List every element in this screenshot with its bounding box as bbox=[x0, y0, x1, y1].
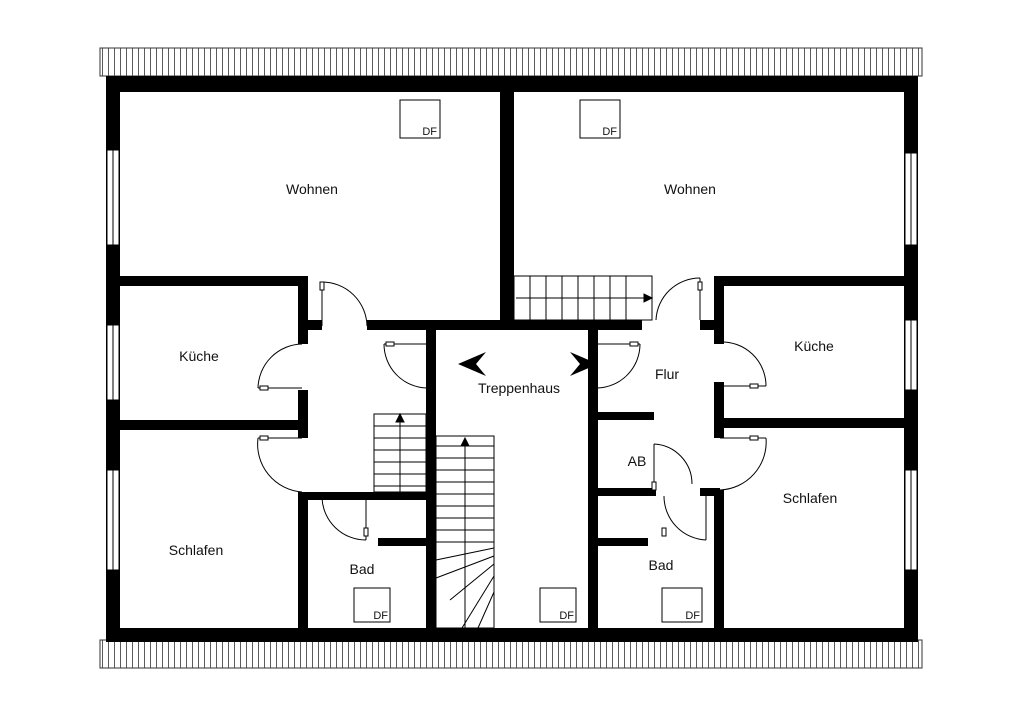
room-label-bad-left: Bad bbox=[350, 561, 375, 577]
stair-upper bbox=[513, 275, 654, 321]
skylight-bad-left bbox=[353, 587, 391, 623]
roof-eave-bottom bbox=[99, 639, 923, 669]
interior-walls bbox=[120, 92, 904, 628]
room-label-flur: Flur bbox=[655, 366, 679, 382]
skylight-wohnen-right bbox=[579, 99, 621, 139]
doors bbox=[257, 277, 767, 541]
room-label-wohnen-right: Wohnen bbox=[664, 181, 716, 197]
room-labels: Wohnen Wohnen Küche Küche Schlafen Schla… bbox=[169, 181, 837, 577]
outer-wall-top bbox=[106, 76, 918, 92]
direction-arrows bbox=[458, 352, 598, 376]
skylight-label: DF bbox=[685, 610, 700, 622]
roof-eave-top bbox=[99, 47, 923, 77]
roof-eaves bbox=[99, 47, 923, 669]
outer-wall-bottom bbox=[106, 628, 918, 642]
room-label-schlafen-right: Schlafen bbox=[783, 490, 837, 506]
room-label-bad-right: Bad bbox=[649, 557, 674, 573]
skylight-label: DF bbox=[422, 126, 437, 138]
door-frames bbox=[259, 281, 759, 537]
skylight-treppenhaus bbox=[539, 587, 577, 623]
skylight-label: DF bbox=[602, 126, 617, 138]
room-label-schlafen-left: Schlafen bbox=[169, 542, 223, 558]
skylight-bad-right bbox=[661, 587, 703, 623]
room-label-wohnen-left: Wohnen bbox=[286, 181, 338, 197]
room-label-treppenhaus: Treppenhaus bbox=[478, 380, 560, 396]
room-label-kueche-right: Küche bbox=[794, 338, 834, 354]
stair-main bbox=[435, 435, 495, 629]
room-label-ab: AB bbox=[628, 453, 647, 469]
skylight-wohnen-left bbox=[399, 99, 441, 139]
arrow-left-icon bbox=[458, 352, 486, 376]
skylight-label: DF bbox=[373, 610, 388, 622]
window-lines bbox=[112, 150, 912, 570]
arrow-right-icon bbox=[570, 352, 598, 376]
stair-left-small bbox=[373, 412, 427, 493]
skylights bbox=[353, 99, 703, 623]
skylight-label: DF bbox=[559, 610, 574, 622]
skylight-labels: DF DF DF DF DF bbox=[373, 126, 700, 622]
room-label-kueche-left: Küche bbox=[179, 348, 219, 364]
